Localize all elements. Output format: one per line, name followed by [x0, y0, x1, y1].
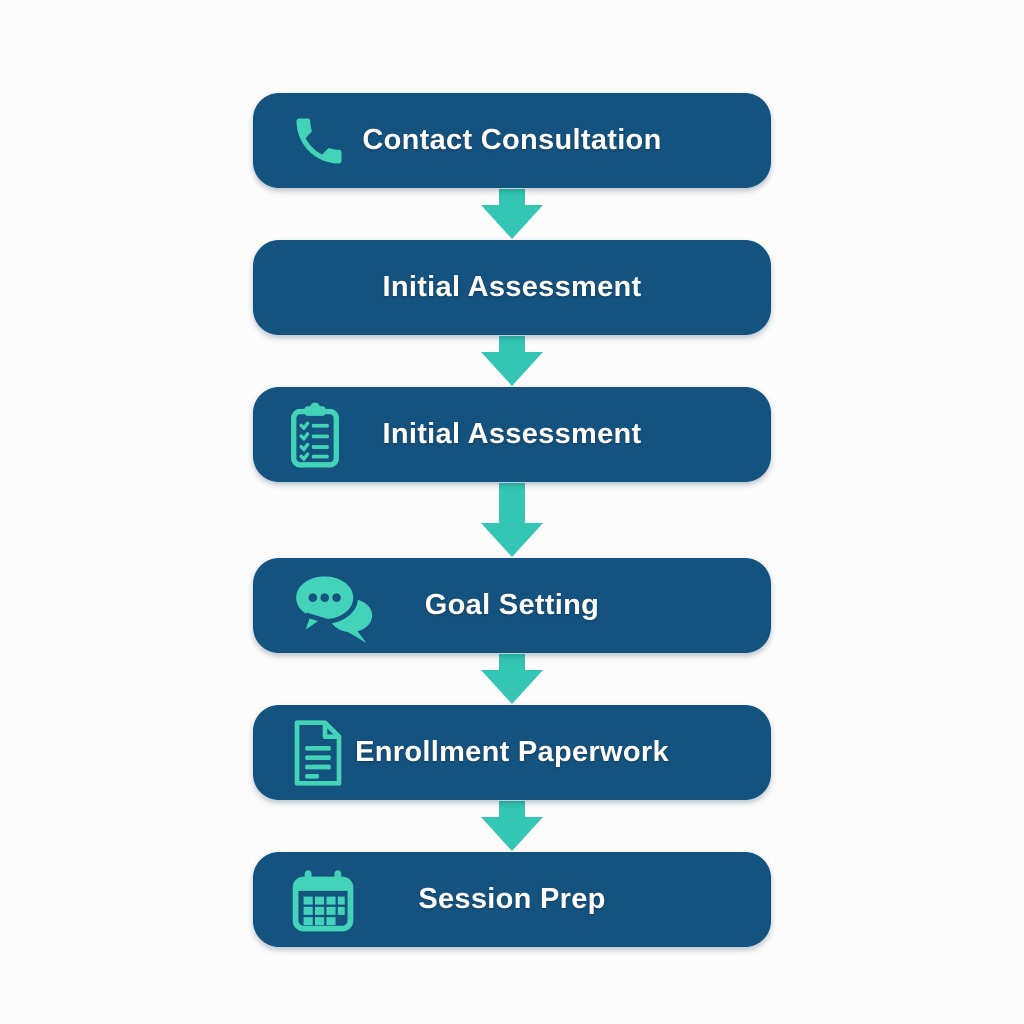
step-label: Session Prep: [418, 883, 606, 915]
down-arrow-icon: [481, 189, 543, 239]
chat-bubbles-icon: [289, 568, 377, 644]
document-icon: [289, 718, 347, 788]
down-arrow-icon: [481, 801, 543, 851]
step-label: Goal Setting: [424, 589, 600, 621]
phone-icon: [289, 111, 349, 171]
step-initial-assessment-1: Initial Assessment: [253, 240, 771, 335]
flow-connector: [253, 482, 771, 558]
step-label: Initial Assessment: [382, 418, 642, 450]
clipboard-checklist-icon: [289, 402, 341, 468]
down-arrow-icon: [481, 654, 543, 704]
down-arrow-icon: [481, 483, 543, 557]
down-arrow-icon: [481, 336, 543, 386]
flow-connector: [253, 335, 771, 387]
step-goal-setting: Goal Setting: [253, 558, 771, 653]
step-initial-assessment-2: Initial Assessment: [253, 387, 771, 482]
flow-connector: [253, 188, 771, 240]
step-label: Enrollment Paperwork: [355, 736, 669, 768]
step-label: Initial Assessment: [382, 271, 642, 303]
process-flowchart: Contact Consultation Initial Assessment: [253, 0, 771, 947]
step-contact-consultation: Contact Consultation: [253, 93, 771, 188]
step-session-prep: Session Prep: [253, 852, 771, 947]
step-label: Contact Consultation: [362, 124, 662, 156]
flow-connector: [253, 653, 771, 705]
step-enrollment-paperwork: Enrollment Paperwork: [253, 705, 771, 800]
flow-connector: [253, 800, 771, 852]
calendar-icon: [289, 868, 357, 932]
